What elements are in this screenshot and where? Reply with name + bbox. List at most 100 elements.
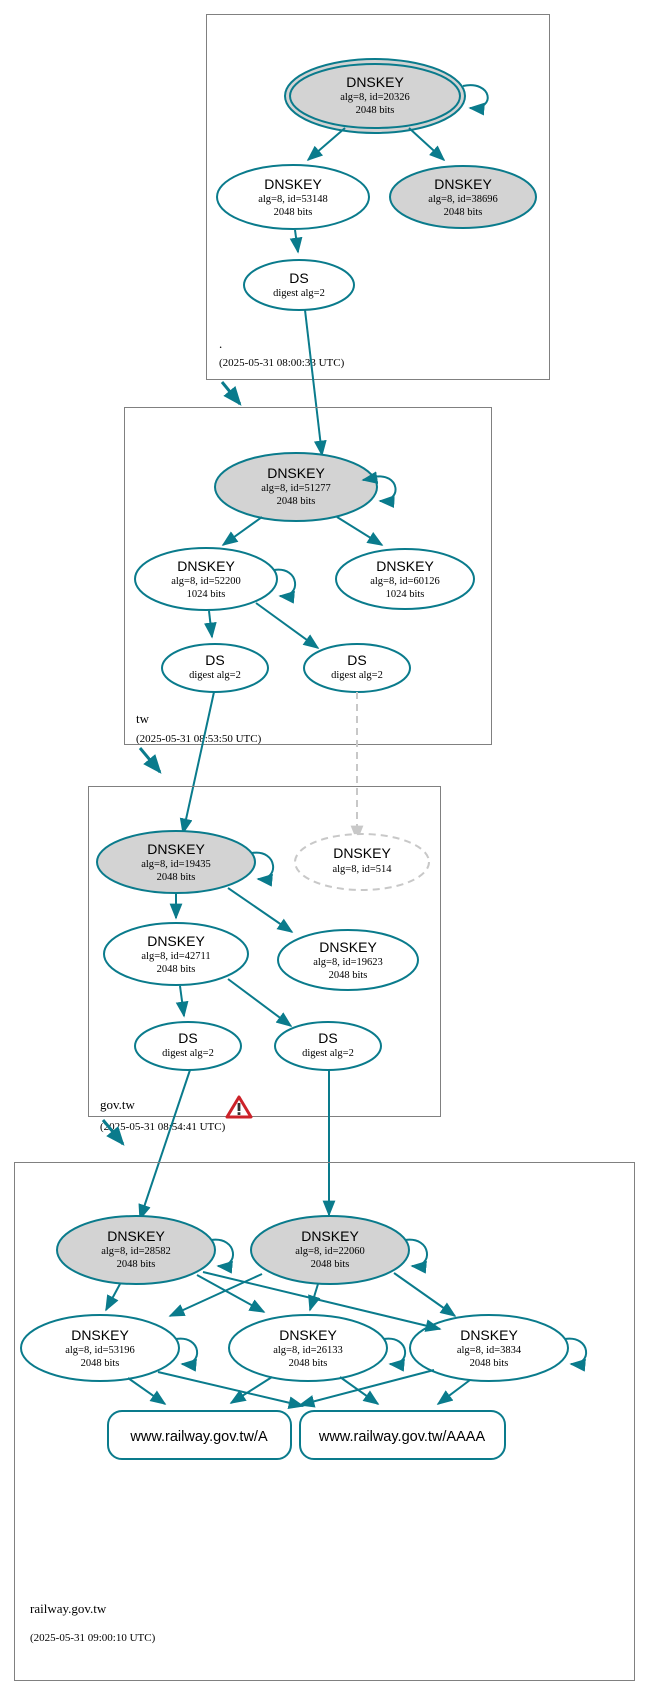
node-line2: alg=8, id=38696 <box>428 194 498 205</box>
edge-self-sign-loop <box>251 851 275 887</box>
node-title: DNSKEY <box>177 558 235 574</box>
edge-self-sign <box>462 84 489 116</box>
edge-zsk-to-ds1 <box>175 985 189 1018</box>
node-govtw-ds-1[interactable]: DS digest alg=2 <box>134 1021 242 1071</box>
rrset-label: www.railway.gov.tw/A <box>129 1429 268 1445</box>
node-tw-ds-1[interactable]: DS digest alg=2 <box>161 643 269 693</box>
node-line3: 1024 bits <box>386 589 425 600</box>
edge-self-sign-loop <box>273 568 297 604</box>
node-root-zsk-53148[interactable]: DNSKEY alg=8, id=53148 2048 bits <box>216 164 370 230</box>
node-line2: alg=8, id=514 <box>332 864 392 875</box>
edge-govtw-ds1-to-rw-ksk28582 <box>138 1069 191 1221</box>
node-line3: 2048 bits <box>117 1259 156 1270</box>
node-line2: digest alg=2 <box>273 288 325 299</box>
edge-ksk28582-to-zsk3834 <box>202 1271 442 1332</box>
node-line2: alg=8, id=60126 <box>370 576 440 587</box>
node-title: DNSKEY <box>460 1327 518 1343</box>
node-govtw-ksk-19435[interactable]: DNSKEY alg=8, id=19435 2048 bits <box>96 830 256 894</box>
node-rw-zsk-26133[interactable]: DNSKEY alg=8, id=26133 2048 bits <box>228 1314 388 1382</box>
edge-self-sign-loop <box>373 475 397 509</box>
edge-ksk22060-to-zsk53196 <box>168 1273 263 1317</box>
edge-ksk22060-to-zsk3834 <box>393 1272 457 1317</box>
edge-zsk53196-to-rrset-a <box>127 1377 167 1405</box>
rrset-a[interactable]: www.railway.gov.tw/A <box>107 1410 292 1460</box>
node-line2: digest alg=2 <box>189 670 241 681</box>
node-rw-zsk-3834[interactable]: DNSKEY alg=8, id=3834 2048 bits <box>409 1314 569 1382</box>
zone-box-gov-tw <box>88 786 441 1117</box>
node-line2: alg=8, id=53196 <box>65 1345 135 1356</box>
node-title: DNSKEY <box>264 176 322 192</box>
edge-zsk-to-ds <box>289 229 303 254</box>
node-line2: alg=8, id=51277 <box>261 483 331 494</box>
node-govtw-key-19623[interactable]: DNSKEY alg=8, id=19623 2048 bits <box>277 929 419 991</box>
edge-ksk-to-key38696 <box>408 127 446 162</box>
edge-root-ds-to-tw-ksk <box>304 309 327 457</box>
zone-label-tw: tw <box>136 711 150 726</box>
node-line3: 2048 bits <box>157 964 196 975</box>
edge-tw-ds1-to-govtw-ksk <box>179 691 215 835</box>
edge-ksk-to-zsk <box>306 127 346 162</box>
zone-timestamp-gov-tw: (2025-05-31 08:54:41 UTC) <box>100 1121 226 1133</box>
node-line2: alg=8, id=20326 <box>340 92 410 103</box>
zone-timestamp-root: (2025-05-31 08:00:33 UTC) <box>219 357 345 369</box>
node-line2: alg=8, id=42711 <box>141 951 210 962</box>
node-govtw-ds-2[interactable]: DS digest alg=2 <box>274 1021 382 1071</box>
node-title: DNSKEY <box>107 1228 165 1244</box>
node-line3: 2048 bits <box>277 496 316 507</box>
zone-timestamp-railway-gov-tw: (2025-05-31 09:00:10 UTC) <box>30 1632 156 1644</box>
node-govtw-key-514[interactable]: DNSKEY alg=8, id=514 <box>294 833 430 891</box>
node-rw-ksk-22060[interactable]: DNSKEY alg=8, id=22060 2048 bits <box>250 1215 410 1285</box>
edge-self-sign-loop <box>564 1337 588 1372</box>
node-line2: alg=8, id=53148 <box>258 194 328 205</box>
node-tw-zsk-60126[interactable]: DNSKEY alg=8, id=60126 1024 bits <box>335 548 475 610</box>
edge-self-sign <box>361 471 379 484</box>
edge-ksk-to-zsk60126 <box>336 516 384 546</box>
node-root-ksk-20326[interactable]: DNSKEY alg=8, id=20326 2048 bits <box>284 58 466 134</box>
zone-label-root: . <box>219 336 222 351</box>
node-tw-zsk-52200[interactable]: DNSKEY alg=8, id=52200 1024 bits <box>134 547 278 611</box>
edge-zone-govtw-to-railway <box>101 1119 125 1146</box>
edge-ksk28582-to-zsk53196 <box>105 1283 121 1312</box>
node-rw-zsk-53196[interactable]: DNSKEY alg=8, id=53196 2048 bits <box>20 1314 180 1382</box>
node-rw-ksk-28582[interactable]: DNSKEY alg=8, id=28582 2048 bits <box>56 1215 216 1285</box>
node-title: DS <box>205 652 224 668</box>
zone-box-tw <box>124 407 492 745</box>
edge-zsk-to-ds2 <box>255 602 320 649</box>
node-line3: 2048 bits <box>444 207 483 218</box>
edge-ksk28582-to-zsk26133 <box>196 1274 266 1313</box>
node-line3: 2048 bits <box>289 1358 328 1369</box>
node-title: DS <box>347 652 366 668</box>
node-line2: alg=8, id=19623 <box>313 957 383 968</box>
node-root-ds-tw[interactable]: DS digest alg=2 <box>243 259 355 311</box>
node-title: DS <box>178 1030 197 1046</box>
rrset-aaaa[interactable]: www.railway.gov.tw/AAAA <box>299 1410 506 1460</box>
edge-zone-root-to-tw <box>220 381 242 406</box>
node-root-key-38696[interactable]: DNSKEY alg=8, id=38696 2048 bits <box>389 165 537 229</box>
node-govtw-zsk-42711[interactable]: DNSKEY alg=8, id=42711 2048 bits <box>103 922 249 986</box>
node-line2: alg=8, id=22060 <box>295 1246 365 1257</box>
zone-label-gov-tw: gov.tw <box>100 1097 136 1112</box>
zone-label-railway-gov-tw: railway.gov.tw <box>30 1601 107 1616</box>
zone-box-root <box>206 14 550 380</box>
node-line2: alg=8, id=28582 <box>101 1246 171 1257</box>
node-line3: 2048 bits <box>274 207 313 218</box>
node-title: DNSKEY <box>376 558 434 574</box>
node-line3: 2048 bits <box>356 105 395 116</box>
node-line3: 2048 bits <box>329 970 368 981</box>
node-tw-ds-2[interactable]: DS digest alg=2 <box>303 643 411 693</box>
edge-zsk-to-ds1 <box>203 610 217 639</box>
edge-ksk-to-key19623 <box>227 887 294 933</box>
node-title: DS <box>318 1030 337 1046</box>
edge-zsk-to-ds2 <box>227 978 293 1027</box>
node-title: DNSKEY <box>71 1327 129 1343</box>
zone-timestamp-tw: (2025-05-31 08:53:50 UTC) <box>136 733 262 745</box>
node-tw-ksk-51277[interactable]: DNSKEY alg=8, id=51277 2048 bits <box>214 452 378 522</box>
node-line3: 2048 bits <box>81 1358 120 1369</box>
node-line3: 2048 bits <box>311 1259 350 1270</box>
edge-zsk26133-to-rrset-a <box>229 1376 273 1404</box>
edge-self-sign-loop <box>175 1337 199 1372</box>
edge-zsk3834-to-rrset-aaaa <box>436 1379 471 1405</box>
node-line2: alg=8, id=52200 <box>171 576 241 587</box>
rrset-label: www.railway.gov.tw/AAAA <box>318 1429 486 1445</box>
